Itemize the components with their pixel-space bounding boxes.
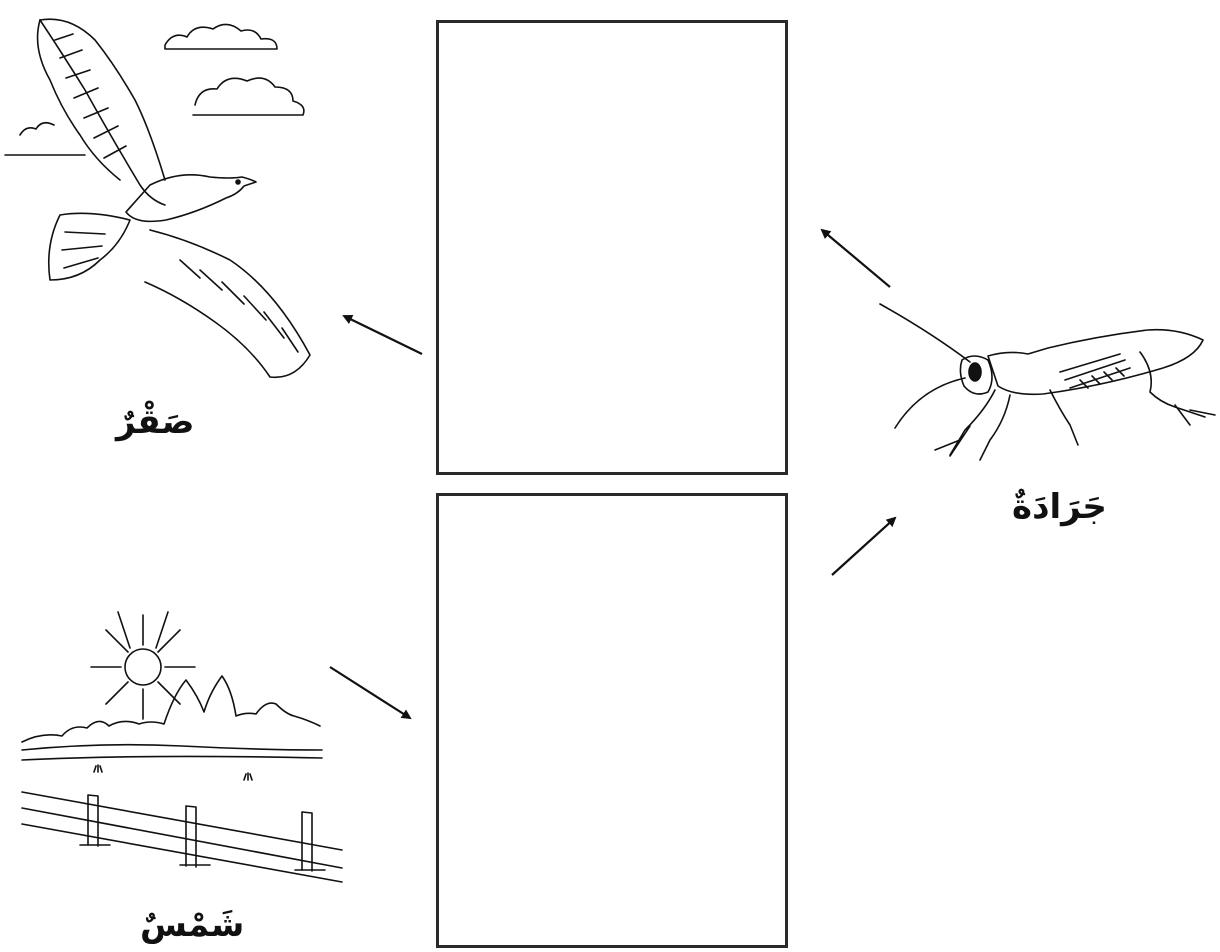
arrow-to-frame-bottom <box>330 667 410 718</box>
arrow-to-falcon <box>344 316 422 354</box>
sun-landscape-illustration-icon <box>22 612 342 882</box>
arrow-to-locust <box>832 518 895 575</box>
answer-box-bottom[interactable] <box>436 493 788 948</box>
word-label-falcon: صَقْرٌ <box>116 395 194 449</box>
arrow-to-frame-top <box>822 230 890 287</box>
locust-illustration-icon <box>880 304 1215 460</box>
word-label-sun: شَمْسٌ <box>140 898 244 952</box>
falcon-illustration-icon <box>5 19 310 377</box>
answer-box-top[interactable] <box>436 20 788 475</box>
word-label-locust: جَرَادَةٌ <box>1012 480 1107 534</box>
